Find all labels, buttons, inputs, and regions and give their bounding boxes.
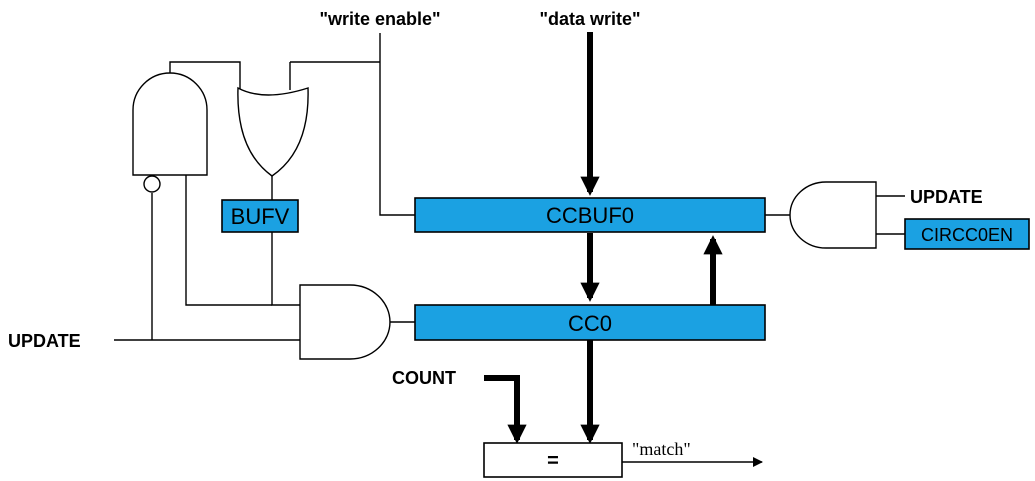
data-write-label: "data write" — [539, 9, 640, 29]
register-bufv: BUFV — [222, 200, 298, 232]
register-ccbuf0: CCBUF0 — [415, 198, 765, 232]
bufv-label: BUFV — [231, 204, 290, 229]
and-gate-top-left — [133, 73, 207, 175]
ccbuf0-label: CCBUF0 — [546, 203, 634, 228]
count-label: COUNT — [392, 368, 456, 388]
circc0en-label: CIRCC0EN — [921, 225, 1013, 245]
register-circc0en: CIRCC0EN — [905, 219, 1029, 249]
or-gate — [238, 88, 308, 176]
comparator: = — [484, 443, 622, 477]
cc0-label: CC0 — [568, 311, 612, 336]
register-cc0: CC0 — [415, 305, 765, 340]
write-enable-label: "write enable" — [319, 9, 440, 29]
update-right-label: UPDATE — [910, 187, 983, 207]
comparator-label: = — [547, 450, 559, 472]
and-gate-right — [790, 182, 876, 248]
match-label: "match" — [632, 439, 691, 459]
update-left-label: UPDATE — [8, 331, 81, 351]
wires — [114, 33, 905, 462]
inverter-bubble — [144, 176, 160, 192]
and-gate-bottom — [300, 285, 390, 359]
buses — [484, 32, 713, 440]
